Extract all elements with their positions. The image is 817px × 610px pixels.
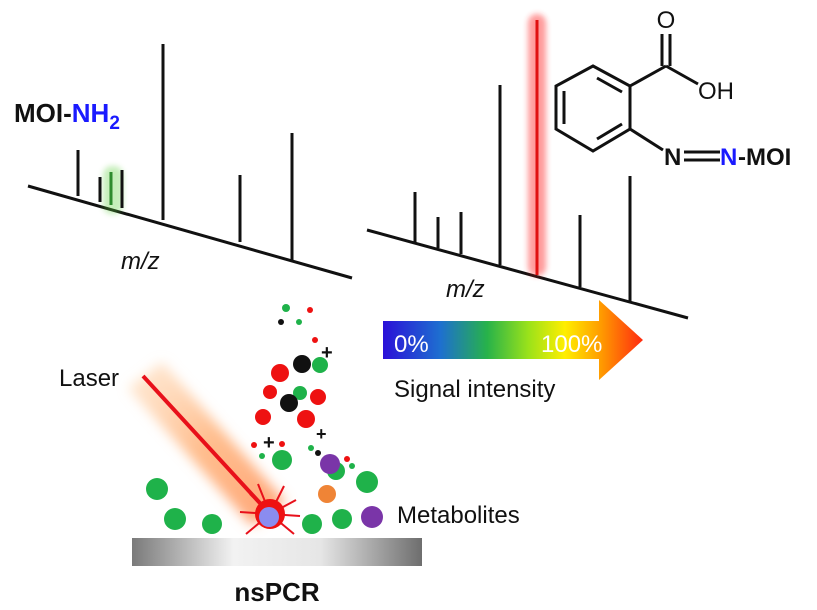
metabolite-red: [312, 337, 318, 343]
metabolite-green: [259, 453, 265, 459]
metabolite-red: [255, 409, 271, 425]
metabolite-green: [202, 514, 222, 534]
left-baseline: [27, 184, 353, 280]
carboxyl-bond: [629, 64, 667, 88]
left-spectrum: MOI-NH2 m/z: [14, 44, 353, 280]
metabolite-red: [279, 441, 285, 447]
hydroxyl-bond: [665, 64, 699, 86]
metabolite-green: [312, 357, 328, 373]
right-spectrum: m/z: [366, 14, 689, 320]
left-highlight-glow: [103, 166, 123, 214]
colorbar-min-label: 0%: [394, 331, 429, 358]
structure-labels: O OH N N -MOI: [657, 7, 792, 171]
ring-double-bond: [596, 76, 623, 94]
moi-suffix: -MOI: [738, 144, 791, 171]
azo-n1: N: [664, 144, 681, 171]
azo-n2: N: [720, 144, 737, 171]
ion-charge-marker: +: [321, 342, 333, 364]
metabolites-label: Metabolites: [397, 502, 520, 529]
azo-structure: [554, 34, 720, 162]
metabolite-green: [302, 514, 322, 534]
metabolite-red: [251, 442, 257, 448]
metabolite-black: [278, 319, 284, 325]
metabolite-red: [263, 385, 277, 399]
metabolite-red: [307, 307, 313, 313]
metabolite-green: [296, 319, 302, 325]
metabolite-green: [282, 304, 290, 312]
metabolite-green: [349, 463, 355, 469]
laser-beam: [141, 374, 272, 516]
laser-label: Laser: [59, 365, 119, 392]
metabolite-green: [146, 478, 168, 500]
metabolite-red: [271, 364, 289, 382]
amine-bond: [629, 127, 664, 152]
laser-illustration: Laser nsPCR: [59, 304, 520, 607]
benzene-ring: [554, 64, 632, 153]
metabolite-purple: [320, 454, 340, 474]
hydroxyl-label: OH: [698, 78, 734, 105]
metabolite-black: [315, 450, 321, 456]
metabolite-black: [293, 355, 311, 373]
nspcr-substrate: [132, 538, 422, 566]
metabolite-green: [308, 445, 314, 451]
probe-subscript: 2: [109, 113, 120, 134]
metabolite-green: [272, 450, 292, 470]
right-axis-label: m/z: [446, 276, 485, 303]
colorbar-arrow: [383, 300, 643, 380]
metabolite-blue: [259, 507, 279, 527]
metabolite-black: [280, 394, 298, 412]
metabolite-green: [293, 386, 307, 400]
colorbar-caption: Signal intensity: [394, 376, 555, 403]
right-baseline: [366, 228, 689, 320]
metabolite-green: [356, 471, 378, 493]
ring-double-bond: [596, 122, 623, 141]
probe-prefix: MOI-: [14, 98, 72, 128]
metabolite-red: [297, 410, 315, 428]
metabolite-red: [344, 456, 350, 462]
ion-charge-marker: +: [316, 424, 327, 444]
probe-group: NH: [72, 98, 110, 128]
metabolite-green: [164, 508, 186, 530]
ion-charge-marker: +: [263, 432, 275, 454]
metabolite-red: [310, 389, 326, 405]
substrate-label: nsPCR: [234, 577, 319, 607]
carbonyl-oxygen: O: [657, 7, 676, 34]
metabolite-green: [332, 509, 352, 529]
metabolite-orange: [318, 485, 336, 503]
colorbar-max-label: 100%: [541, 331, 602, 358]
metabolite-purple: [361, 506, 383, 528]
probe-label: MOI-NH2: [14, 98, 120, 134]
left-axis-label: m/z: [121, 248, 160, 275]
intensity-colorbar: 0% 100% Signal intensity: [383, 300, 643, 403]
